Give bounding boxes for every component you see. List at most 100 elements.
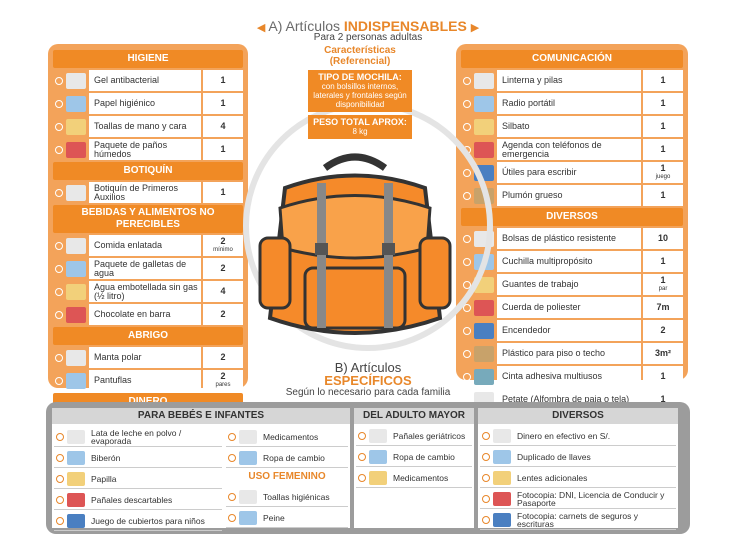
- checkbox-circle[interactable]: [55, 122, 63, 131]
- checkbox-circle[interactable]: [482, 515, 490, 524]
- checkbox-circle[interactable]: [56, 432, 64, 441]
- section-a-subtitle: Para 2 personas adultas: [313, 32, 423, 43]
- checkbox-circle[interactable]: [463, 234, 471, 243]
- list-item[interactable]: Lata de leche en polvo / evaporada: [54, 427, 222, 447]
- checkbox-circle[interactable]: [463, 257, 471, 266]
- backpack-icon: [258, 153, 452, 335]
- checkbox-circle[interactable]: [482, 494, 490, 503]
- list-item[interactable]: Juego de cubiertos para niños: [54, 511, 222, 531]
- checklist-row[interactable]: Agua embotellada sin gas (½ litro)4: [53, 281, 243, 302]
- quantity-value: 1: [660, 371, 666, 381]
- quantity-value: 7m: [656, 302, 670, 312]
- quantity-value: 4: [220, 121, 226, 131]
- list-item[interactable]: Peine: [226, 508, 348, 528]
- checkbox-circle[interactable]: [228, 453, 236, 462]
- list-item[interactable]: Biberón: [54, 448, 222, 468]
- section-a-title: ◀ A) Artículos INDISPENSABLES ▶: [256, 18, 480, 34]
- item-label: Lata de leche en polvo / evaporada: [91, 427, 182, 446]
- checkbox-circle[interactable]: [228, 492, 236, 501]
- rope-icon: [474, 299, 494, 316]
- checkbox-circle[interactable]: [463, 372, 471, 381]
- checkbox-circle[interactable]: [228, 432, 236, 441]
- checkbox-circle[interactable]: [358, 431, 366, 440]
- checkbox-circle[interactable]: [482, 431, 490, 440]
- item-label: Peine: [263, 512, 285, 523]
- checkbox-circle[interactable]: [463, 191, 471, 200]
- list-item[interactable]: Pañales descartables: [54, 490, 222, 510]
- checkbox-circle[interactable]: [463, 349, 471, 358]
- list-item[interactable]: Ropa de cambio: [356, 447, 472, 467]
- checkbox-circle[interactable]: [55, 376, 63, 385]
- list-item[interactable]: Papilla: [54, 469, 222, 489]
- checkbox-circle[interactable]: [56, 495, 64, 504]
- checkbox-circle[interactable]: [55, 76, 63, 85]
- checkbox-circle[interactable]: [55, 310, 63, 319]
- checkbox-circle[interactable]: [56, 453, 64, 462]
- checkbox-circle[interactable]: [56, 516, 64, 525]
- item-label: Dinero en efectivo en S/.: [517, 430, 611, 441]
- checkbox-circle[interactable]: [56, 474, 64, 483]
- list-item[interactable]: Ropa de cambio: [226, 448, 348, 468]
- checkbox-circle[interactable]: [463, 99, 471, 108]
- checkbox-circle[interactable]: [463, 280, 471, 289]
- checkbox-circle[interactable]: [55, 99, 63, 108]
- list-item[interactable]: Pañales geriátricos: [356, 426, 472, 446]
- checkbox-circle[interactable]: [463, 326, 471, 335]
- item-quantity: 4: [203, 281, 243, 302]
- checkbox-circle[interactable]: [482, 473, 490, 482]
- checkbox-circle[interactable]: [463, 168, 471, 177]
- checkbox-circle[interactable]: [55, 145, 63, 154]
- tape-icon: [474, 368, 494, 385]
- checkbox-circle[interactable]: [55, 241, 63, 250]
- list-item[interactable]: Fotocopia: carnets de seguros y escritur…: [480, 510, 676, 530]
- checkbox-circle[interactable]: [55, 264, 63, 273]
- list-item[interactable]: Fotocopia: DNI, Licencia de Conducir y P…: [480, 489, 676, 509]
- diversos-header: DIVERSOS: [461, 208, 683, 226]
- checkbox-circle[interactable]: [55, 353, 63, 362]
- checkbox-circle[interactable]: [463, 122, 471, 131]
- item-label: Linterna y pilas: [497, 70, 641, 91]
- item-quantity: 2: [643, 320, 683, 341]
- list-item[interactable]: Duplicado de llaves: [480, 447, 676, 467]
- checkbox-circle[interactable]: [463, 76, 471, 85]
- agenda-icon: [474, 141, 494, 158]
- list-item[interactable]: Toallas higiénicas: [226, 487, 348, 507]
- checkbox-circle[interactable]: [482, 452, 490, 461]
- quantity-value: 4: [220, 286, 226, 296]
- checkbox-circle[interactable]: [358, 473, 366, 482]
- checkbox-circle[interactable]: [463, 303, 471, 312]
- checkbox-circle[interactable]: [55, 188, 63, 197]
- quantity-value: 1: [660, 256, 666, 266]
- list-item[interactable]: Medicamentos: [356, 468, 472, 488]
- item-label: Bolsas de plástico resistente: [497, 228, 641, 249]
- checkbox-circle[interactable]: [358, 452, 366, 461]
- list-item[interactable]: Medicamentos: [226, 427, 348, 447]
- list-item[interactable]: Lentes adicionales: [480, 468, 676, 488]
- list-item[interactable]: Dinero en efectivo en S/.: [480, 426, 676, 446]
- section-b-title: B) Artículos ESPECÍFICOS Según lo necesa…: [285, 360, 451, 398]
- checkbox-circle[interactable]: [55, 287, 63, 296]
- checkbox-circle[interactable]: [228, 513, 236, 522]
